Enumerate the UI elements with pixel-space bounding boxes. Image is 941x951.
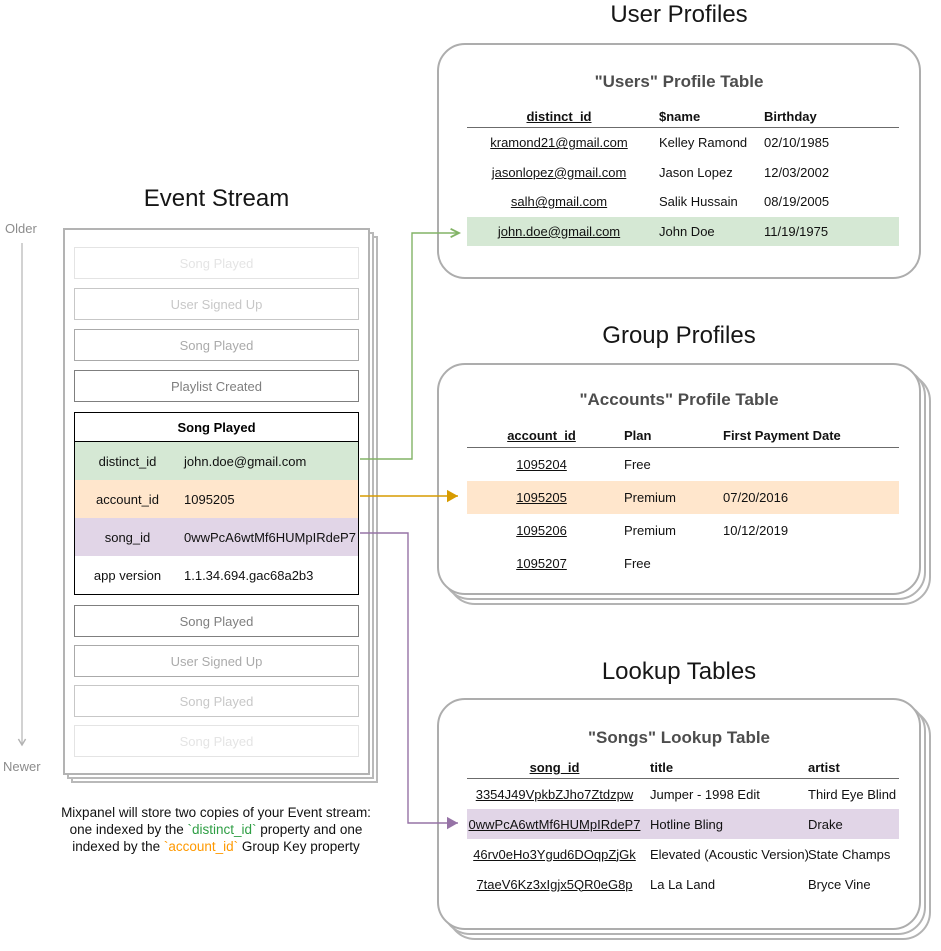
users-table-header: distinct_id $name Birthday (467, 106, 899, 128)
table-row: 3354J49VpkbZJho7Ztdzpw Jumper - 1998 Edi… (475, 786, 897, 802)
distinct-id-token: `distinct_id` (187, 822, 257, 837)
songs-table-title: "Songs" Lookup Table (587, 728, 771, 747)
property-value: 0wwPcA6wtMf6HUMpIRdeP7 (184, 529, 356, 545)
property-row-app-version: app version 1.1.34.694.gac68a2b3 (75, 556, 358, 594)
event-box: Playlist Created (74, 370, 359, 402)
lookup-tables-title: Lookup Tables (601, 658, 757, 685)
col-artist: artist (808, 759, 840, 775)
property-value: john.doe@gmail.com (184, 453, 307, 469)
property-row-song-id: song_id 0wwPcA6wtMf6HUMpIRdeP7 (75, 518, 358, 556)
event-label: Song Played (179, 613, 254, 629)
col-first-payment-date: First Payment Date (723, 428, 841, 443)
event-box: Song Played (74, 685, 359, 717)
property-key: song_id (104, 529, 151, 545)
table-row-highlighted: john.doe@gmail.com John Doe 11/19/1975 (467, 216, 899, 246)
col-name: $name (659, 109, 701, 124)
property-value: 1.1.34.694.gac68a2b3 (184, 567, 314, 583)
event-label: User Signed Up (170, 653, 263, 669)
property-row-distinct-id: distinct_id john.doe@gmail.com (75, 442, 358, 480)
table-row: 1095207 Free (516, 556, 651, 571)
property-key: distinct_id (98, 453, 157, 469)
songs-table-header: song_id title artist (467, 756, 899, 779)
event-label: Playlist Created (170, 378, 263, 394)
accounts-card (437, 363, 921, 595)
event-box: User Signed Up (74, 645, 359, 677)
user-profiles-title: User Profiles (610, 1, 748, 28)
event-label: Song Played (179, 693, 254, 709)
accounts-table-header: account_id Plan First Payment Date (467, 424, 899, 448)
table-row: 46rv0eHo3Ygud6DOqpZjGk Elevated (Acousti… (473, 846, 891, 862)
table-row-highlighted: 1095205 Premium 07/20/2016 (467, 481, 899, 514)
users-table: distinct_id $name Birthday kramond21@gma… (467, 106, 899, 246)
property-value: 1095205 (184, 491, 235, 507)
table-row: salh@gmail.com Salik Hussain 08/19/2005 (510, 194, 830, 210)
property-key: account_id (96, 491, 159, 507)
caption-line1: Mixpanel will store two copies of your E… (61, 805, 371, 820)
col-title: title (650, 759, 674, 775)
table-row: 7taeV6Kz3xIgjx5QR0eG8p La La Land Bryce … (476, 876, 871, 892)
event-label: Song Played (179, 733, 254, 749)
event-label: User Signed Up (170, 296, 263, 312)
event-box: Song Played (74, 247, 359, 279)
event-box: Song Played (74, 329, 359, 361)
table-row: 1095204 Free (516, 457, 651, 472)
col-song-id: song_id (529, 759, 580, 775)
table-row: kramond21@gmail.com Kelley Ramond 02/10/… (490, 135, 830, 151)
col-distinct-id: distinct_id (526, 109, 592, 124)
event-stream-title: Event Stream (143, 185, 290, 212)
table-row: jasonlopez@gmail.com Jason Lopez 12/03/2… (491, 164, 830, 180)
account-id-token: `account_id` (163, 839, 239, 854)
expanded-event-title: Song Played (75, 413, 358, 442)
property-key: app version (93, 567, 162, 583)
event-label: Song Played (179, 255, 254, 271)
property-row-account-id: account_id 1095205 (75, 480, 358, 518)
event-stream-container: Song Played User Signed Up Song Played P… (63, 228, 370, 775)
group-profiles-title: Group Profiles (602, 322, 756, 349)
event-label: Song Played (179, 337, 254, 353)
event-box: Song Played (74, 725, 359, 757)
table-row: 1095206 Premium 10/12/2019 (516, 523, 789, 538)
event-box: User Signed Up (74, 288, 359, 320)
col-birthday: Birthday (764, 109, 817, 124)
users-table-title: "Users" Profile Table (594, 72, 764, 91)
col-plan: Plan (624, 428, 652, 443)
accounts-table: account_id Plan First Payment Date 10952… (467, 424, 899, 580)
newer-label: Newer (3, 759, 41, 774)
col-account-id: account_id (507, 428, 576, 443)
caption: Mixpanel will store two copies of your E… (61, 805, 371, 854)
event-box: Song Played (74, 605, 359, 637)
table-row-highlighted: 0wwPcA6wtMf6HUMpIRdeP7 Hotline Bling Dra… (467, 809, 899, 839)
expanded-event-card: Song Played distinct_id john.doe@gmail.c… (74, 412, 359, 595)
songs-table: song_id title artist 3354J49VpkbZJho7Ztd… (467, 756, 899, 899)
accounts-table-title: "Accounts" Profile Table (579, 390, 779, 409)
older-label: Older (5, 221, 37, 236)
